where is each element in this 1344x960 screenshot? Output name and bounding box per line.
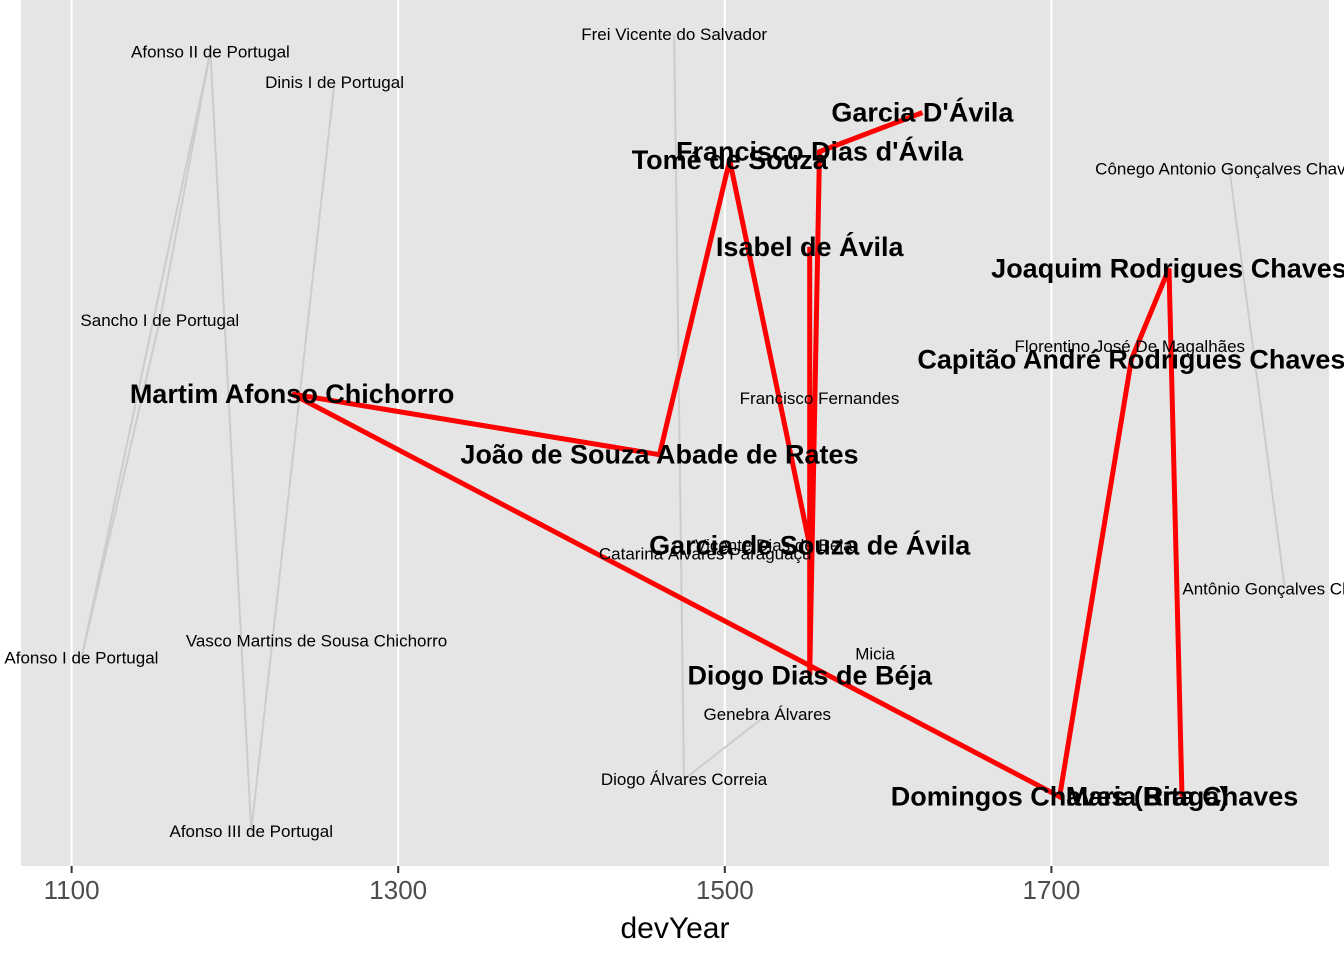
node-label: Catarina Álvares Paraguaçu (599, 545, 812, 564)
node-label-highlighted: Joaquim Rodrigues Chaves (991, 253, 1344, 283)
node-label: Sancho I de Portugal (80, 311, 239, 330)
node-label: Afonso III de Portugal (169, 822, 333, 841)
node-label-highlighted: Capitão André Rodrigues Chaves (917, 344, 1344, 374)
node-label: Francisco Fernandes (740, 389, 900, 408)
node-label-highlighted: Tomé de Souza (632, 145, 829, 175)
grid-layer (70, 0, 1053, 866)
background-edge (80, 320, 161, 659)
node-label: Afonso I de Portugal (4, 649, 158, 668)
node-label: Micia (855, 644, 895, 663)
node-label: Dinis I de Portugal (265, 73, 404, 92)
node-label-highlighted: Garcia D'Ávila (831, 97, 1014, 128)
node-label-highlighted: João de Souza Abade de Rates (460, 440, 858, 470)
node-label: Cônego Antonio Gonçalves Chaves (1095, 159, 1344, 178)
node-label: Florentino José De Magalhães (1014, 337, 1245, 356)
background-edge (673, 34, 685, 780)
background-edge (1228, 168, 1286, 590)
node-label-highlighted: Francisco Dias d'Ávila (676, 136, 964, 167)
node-label-highlighted: Domingos Chaves (Braga) (891, 782, 1229, 812)
x-tick-label: 1700 (1022, 875, 1080, 905)
node-label: Diogo Álvares Correia (601, 770, 768, 789)
highlight-path-line (290, 110, 1185, 801)
background-edge (209, 51, 253, 832)
x-tick-label: 1300 (369, 875, 427, 905)
node-label-highlighted: Maria Rita Chaves (1066, 782, 1299, 812)
node-label-highlighted: Diogo Dias de Béja (687, 660, 933, 690)
node-label: Vicente Dias de Beja (695, 536, 853, 555)
node-label: Vasco Martins de Sousa Chichorro (186, 631, 447, 650)
node-label-highlighted: Isabel de Ávila (716, 231, 905, 262)
background-edge (80, 51, 212, 659)
x-axis-title: devYear (621, 912, 730, 945)
background-edges (80, 34, 1286, 832)
node-label: Antônio Gonçalves Chaves (1182, 579, 1344, 598)
node-label: Genebra Álvares (703, 705, 831, 724)
x-tick-label: 1100 (44, 875, 100, 905)
background-edge (250, 82, 336, 832)
node-label-highlighted: Martim Afonso Chichorro (130, 379, 455, 409)
node-label-highlighted: Garcia de Souza de Ávila (649, 530, 971, 561)
background-edge (683, 713, 768, 781)
node-label: Afonso II de Portugal (131, 42, 290, 61)
highlight-path-layer (290, 110, 1185, 801)
node-label: Frei Vicente do Salvador (581, 25, 767, 44)
background-edge (158, 51, 212, 321)
x-axis-ticks: 1100 1300 1500 1700 (44, 866, 1080, 905)
x-tick-label: 1500 (696, 875, 754, 905)
node-labels: Afonso I de Portugal Sancho I de Portugal… (4, 25, 1344, 841)
